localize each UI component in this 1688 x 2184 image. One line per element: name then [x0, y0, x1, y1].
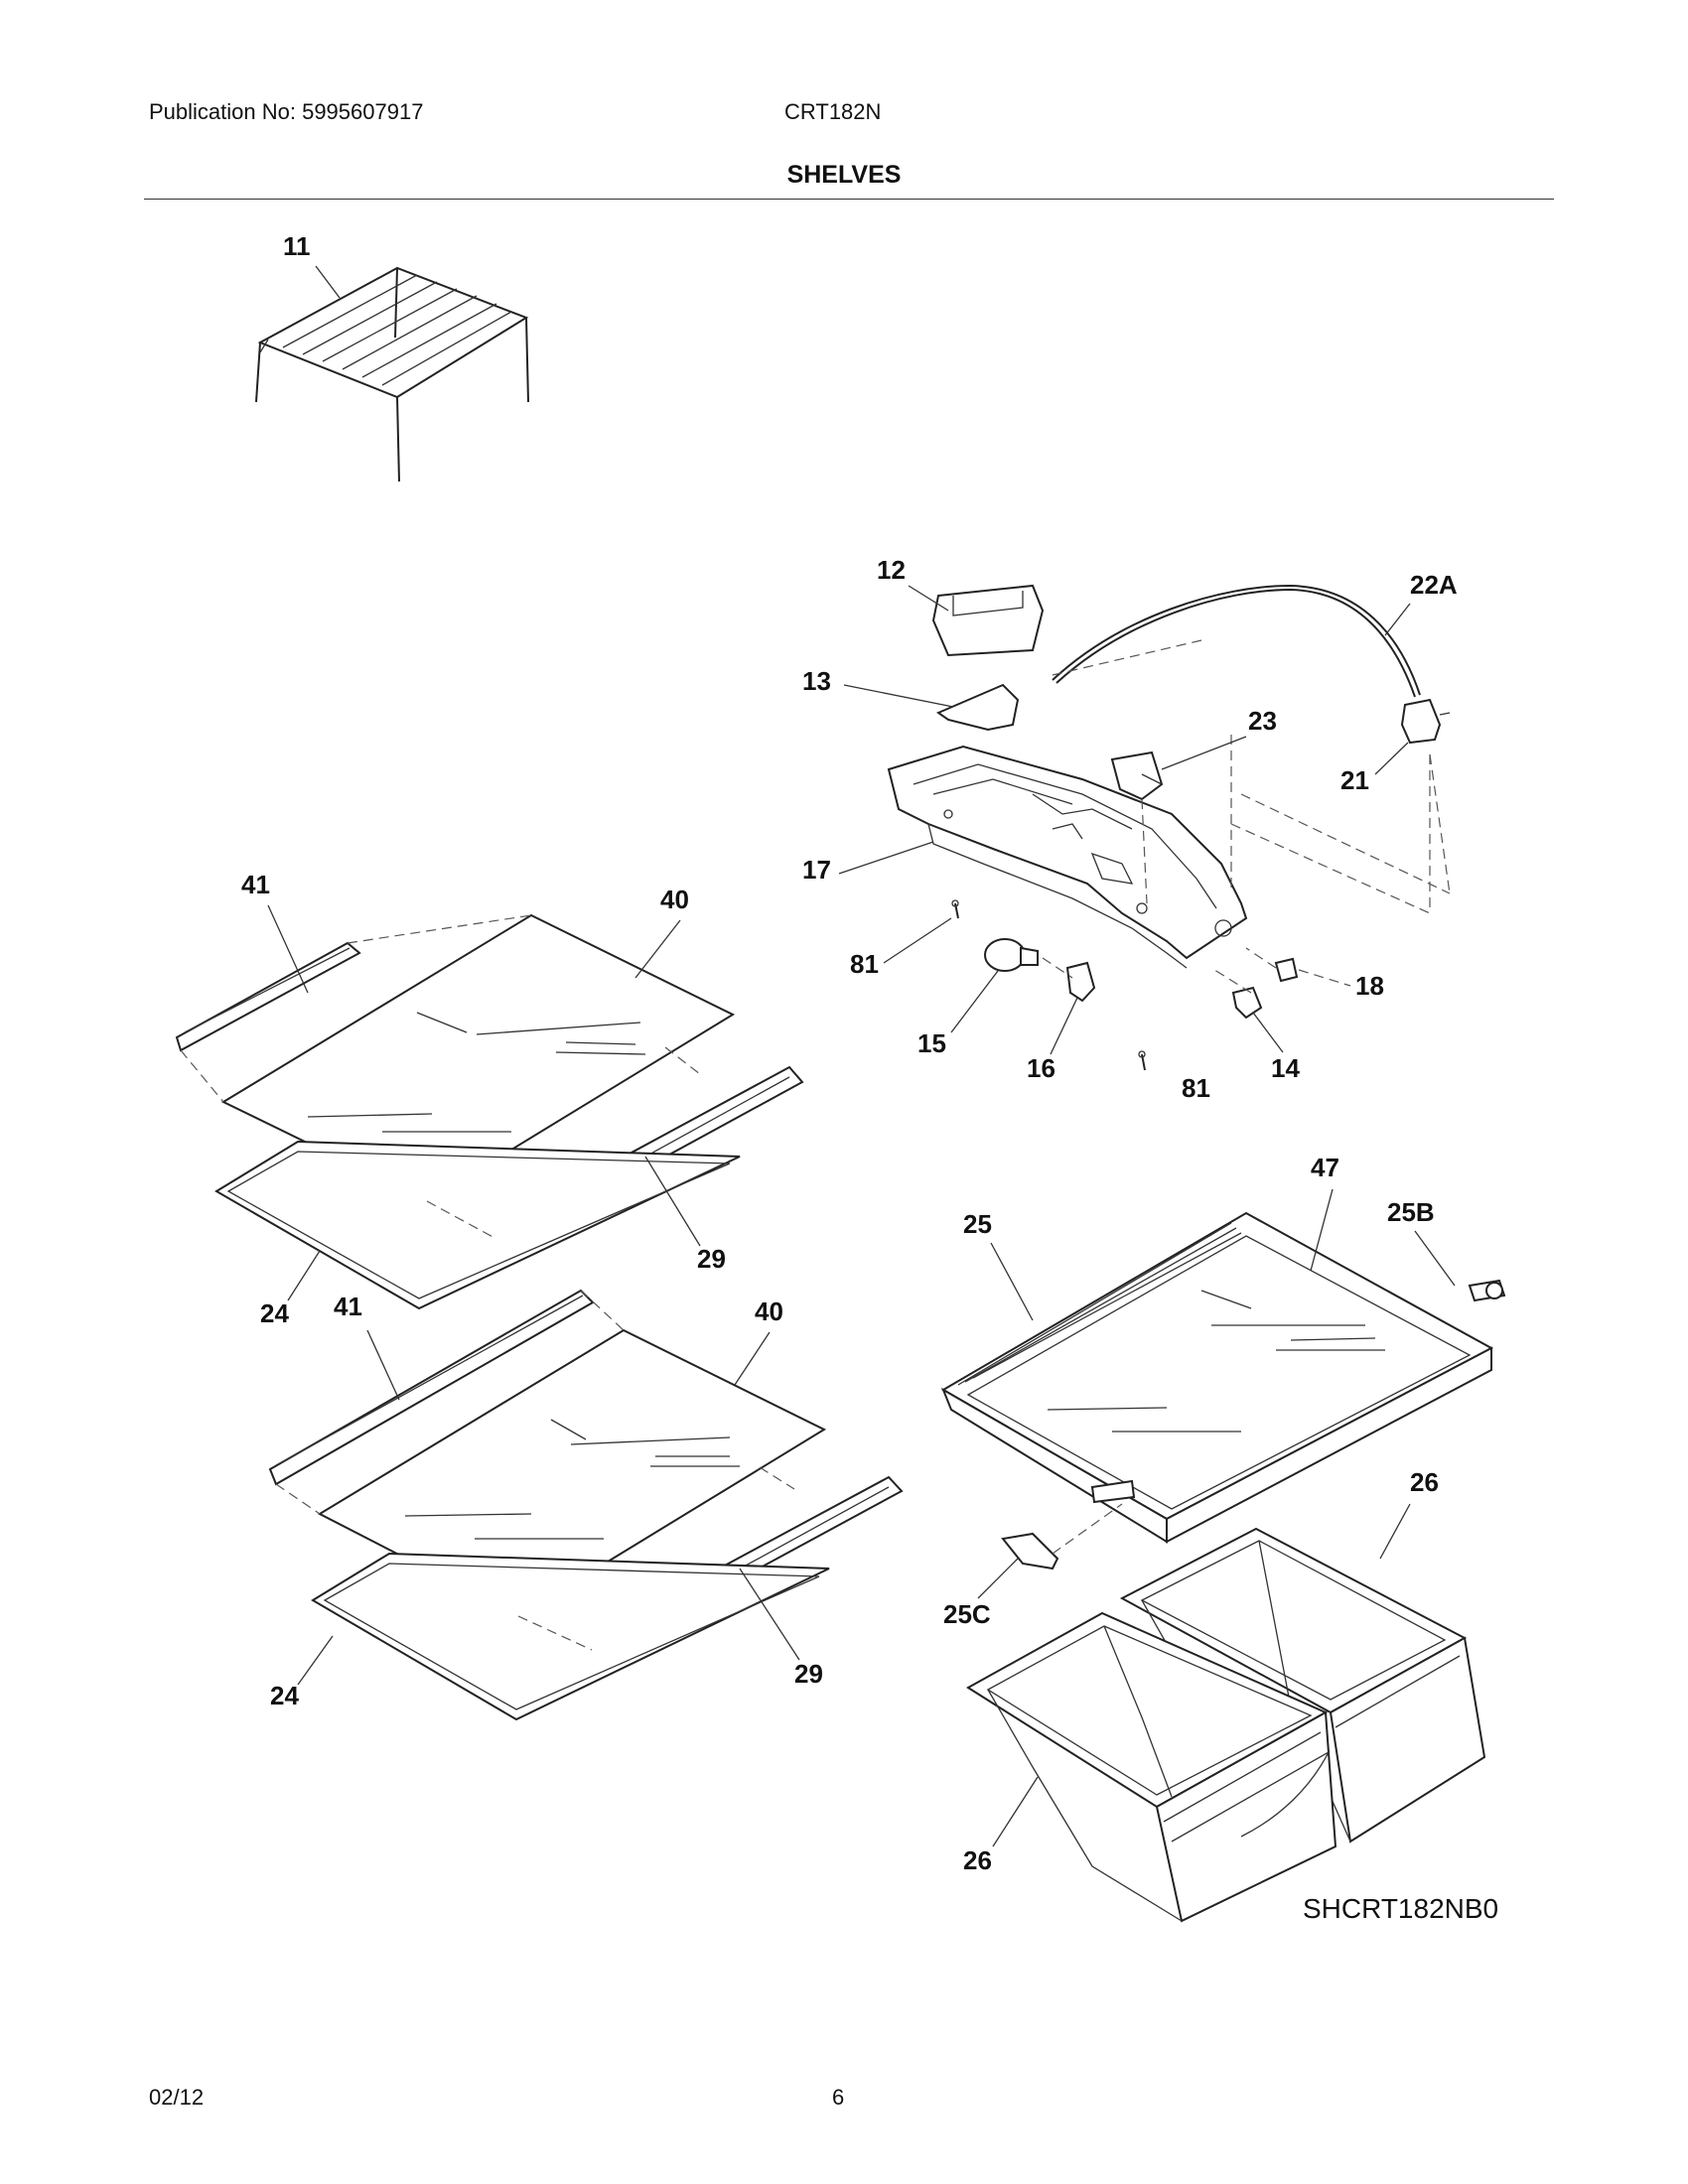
callout-81-left: 81: [850, 949, 879, 979]
callout-29-lower: 29: [794, 1659, 823, 1689]
callout-13: 13: [802, 666, 831, 696]
page-number: 6: [832, 2085, 845, 2110]
leader-21: [1374, 742, 1409, 775]
leader-47: [1310, 1188, 1334, 1272]
leader-29-lower: [739, 1568, 800, 1661]
crisper-drawers-drawing: [966, 1527, 1486, 1923]
leader-16: [1050, 997, 1078, 1055]
leader-14: [1252, 1012, 1284, 1053]
callout-17: 17: [802, 855, 831, 885]
leader-25b: [1414, 1230, 1456, 1287]
leader-26-right: [1379, 1503, 1411, 1560]
callout-25b: 25B: [1387, 1197, 1435, 1227]
callout-25c: 25C: [943, 1599, 991, 1629]
callout-18: 18: [1355, 971, 1384, 1001]
leader-25: [990, 1242, 1034, 1321]
callout-29-upper: 29: [697, 1244, 726, 1274]
callout-40-lower: 40: [755, 1297, 783, 1326]
wire-shelf-drawing: [255, 266, 529, 482]
leader-23: [1161, 736, 1247, 770]
diagram-reference: SHCRT182NB0: [1303, 1893, 1498, 1924]
callout-21: 21: [1340, 765, 1369, 795]
leader-40-upper: [634, 919, 681, 979]
leader-25c: [977, 1558, 1019, 1599]
leader-81-left: [883, 917, 952, 964]
callout-15: 15: [917, 1028, 946, 1058]
leader-15: [950, 970, 999, 1033]
publication-date: 02/12: [149, 2085, 205, 2110]
header-divider: [144, 199, 1554, 200]
crisper-cover-drawing: [940, 1211, 1506, 1570]
callout-12: 12: [877, 555, 906, 585]
leader-40-lower: [734, 1331, 771, 1386]
callout-16: 16: [1027, 1053, 1055, 1083]
callout-41-upper: 41: [241, 870, 270, 899]
lower-glass-shelf-drawing: [268, 1289, 904, 1721]
leader-11: [315, 265, 341, 299]
leader-41-upper: [267, 904, 309, 994]
callout-41-lower: 41: [334, 1292, 362, 1321]
leader-18: [1298, 969, 1351, 987]
callout-11: 11: [283, 231, 311, 261]
leader-24-lower: [297, 1635, 334, 1686]
model-number: CRT182N: [784, 99, 882, 124]
leader-13: [843, 684, 954, 708]
leader-41-lower: [366, 1329, 400, 1401]
callout-25: 25: [963, 1209, 992, 1239]
leader-12: [908, 585, 949, 612]
light-housing-drawing: [887, 584, 1451, 1071]
callout-26-right: 26: [1410, 1467, 1439, 1497]
leader-24-upper: [287, 1250, 321, 1301]
callout-22a: 22A: [1410, 570, 1458, 600]
callout-23: 23: [1248, 706, 1277, 736]
callout-40-upper: 40: [660, 885, 689, 914]
callout-81-right: 81: [1182, 1073, 1210, 1103]
callout-26-left: 26: [963, 1845, 992, 1875]
leader-29-upper: [644, 1156, 701, 1247]
leader-22a: [1384, 603, 1411, 636]
leader-17: [838, 841, 934, 875]
callout-24-lower: 24: [270, 1681, 299, 1710]
callout-47: 47: [1311, 1153, 1339, 1182]
callout-24-upper: 24: [260, 1298, 289, 1328]
publication-number: Publication No: 5995607917: [149, 99, 424, 124]
page-title: SHELVES: [786, 161, 902, 189]
callout-14: 14: [1271, 1053, 1300, 1083]
leader-26-left: [992, 1776, 1039, 1847]
upper-glass-shelf-drawing: [175, 913, 804, 1310]
